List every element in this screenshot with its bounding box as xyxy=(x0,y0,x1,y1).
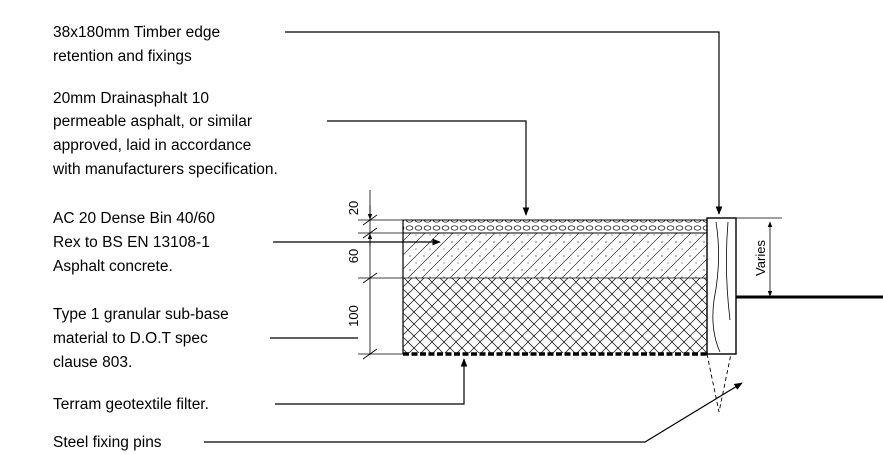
label-subbase-line3: clause 803. xyxy=(53,354,132,371)
label-pins: Steel fixing pins xyxy=(53,434,162,451)
label-timber-line1: 38x180mm Timber edge xyxy=(53,24,220,41)
asphalt-concrete-layer xyxy=(403,233,707,278)
label-subbase-line2: material to D.O.T spec xyxy=(53,330,208,347)
label-subbase-line1: Type 1 granular sub-base xyxy=(53,306,229,323)
dim-60: 60 xyxy=(346,249,361,263)
label-drain-line2: permeable asphalt, or similar xyxy=(53,113,252,130)
dim-20: 20 xyxy=(346,201,361,215)
leader-drainasphalt xyxy=(327,120,530,216)
label-drain-line1: 20mm Drainasphalt 10 xyxy=(53,90,209,107)
layer-stack xyxy=(402,219,708,356)
label-drain-line4: with manufacturers specification. xyxy=(52,161,278,178)
left-dimension-chain xyxy=(358,190,403,360)
label-terram: Terram geotextile filter. xyxy=(53,396,209,413)
timber-edge xyxy=(706,217,737,355)
leader-terram xyxy=(275,358,468,405)
varies-dimension xyxy=(736,217,782,297)
label-ac-line1: AC 20 Dense Bin 40/60 xyxy=(53,210,215,227)
sub-base-layer xyxy=(403,278,707,353)
steel-fixing-pin xyxy=(706,353,732,413)
label-ac-line3: Asphalt concrete. xyxy=(53,258,173,275)
drainasphalt-layer xyxy=(402,219,708,234)
dim-100: 100 xyxy=(346,305,361,327)
label-drain-line3: approved, laid in accordance xyxy=(53,137,251,154)
leader-pins xyxy=(204,382,743,443)
label-ac-line2: Rex to BS EN 13108-1 xyxy=(53,234,210,251)
label-timber-line2: retention and fixings xyxy=(53,48,192,65)
dim-varies: Varies xyxy=(753,240,768,276)
leader-timber xyxy=(285,31,723,215)
